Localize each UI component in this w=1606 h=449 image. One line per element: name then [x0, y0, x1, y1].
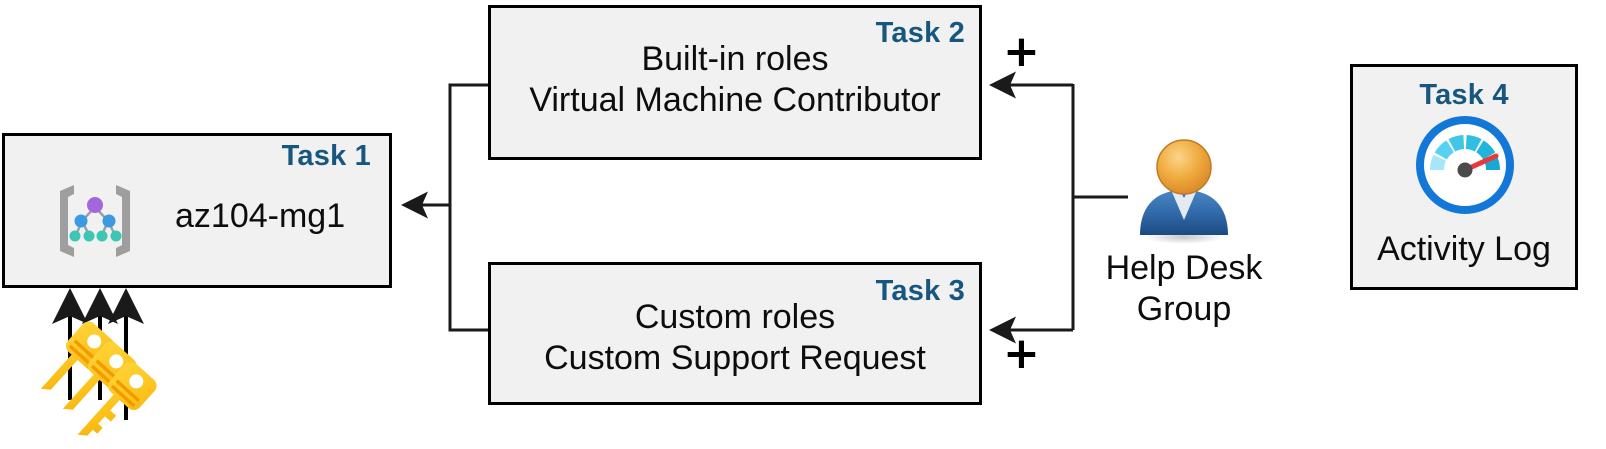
task1-text: az104-mg1	[175, 197, 346, 235]
task2-line1: Built-in roles	[641, 40, 829, 78]
task3-label: Task 3	[875, 275, 965, 307]
task3-line1: Custom roles	[634, 298, 836, 336]
task1-label: Task 1	[281, 140, 371, 172]
bracket-to-task1	[401, 83, 488, 332]
task3-line2: Custom Support Request	[544, 339, 926, 378]
task1-box[interactable]: Task 1 az104-mg1	[2, 133, 392, 288]
task2-line2: Virtual Machine Contributor	[529, 81, 941, 120]
helpdesk-line2: Group	[1136, 289, 1232, 328]
task4-label: Task 4	[1419, 79, 1509, 111]
management-group-icon	[50, 175, 140, 265]
keys-icon	[38, 308, 158, 446]
task2-box[interactable]: Task 2 Built-in roles Virtual Machine Co…	[488, 5, 982, 160]
plus-bottom-icon: +	[1003, 328, 1040, 379]
user-group-icon	[1128, 136, 1240, 246]
task3-box[interactable]: Task 3 Custom roles Custom Support Reque…	[488, 262, 982, 405]
task4-box[interactable]: Task 4 Activity Log	[1350, 64, 1578, 290]
activity-log-gauge-icon	[1415, 115, 1515, 215]
task4-text: Activity Log	[1377, 230, 1551, 268]
helpdesk-line1: Help Desk	[1105, 249, 1263, 287]
task2-label: Task 2	[875, 17, 965, 49]
helpdesk-group-label: Help Desk Group	[1088, 248, 1280, 330]
plus-top-icon: +	[1003, 26, 1040, 77]
